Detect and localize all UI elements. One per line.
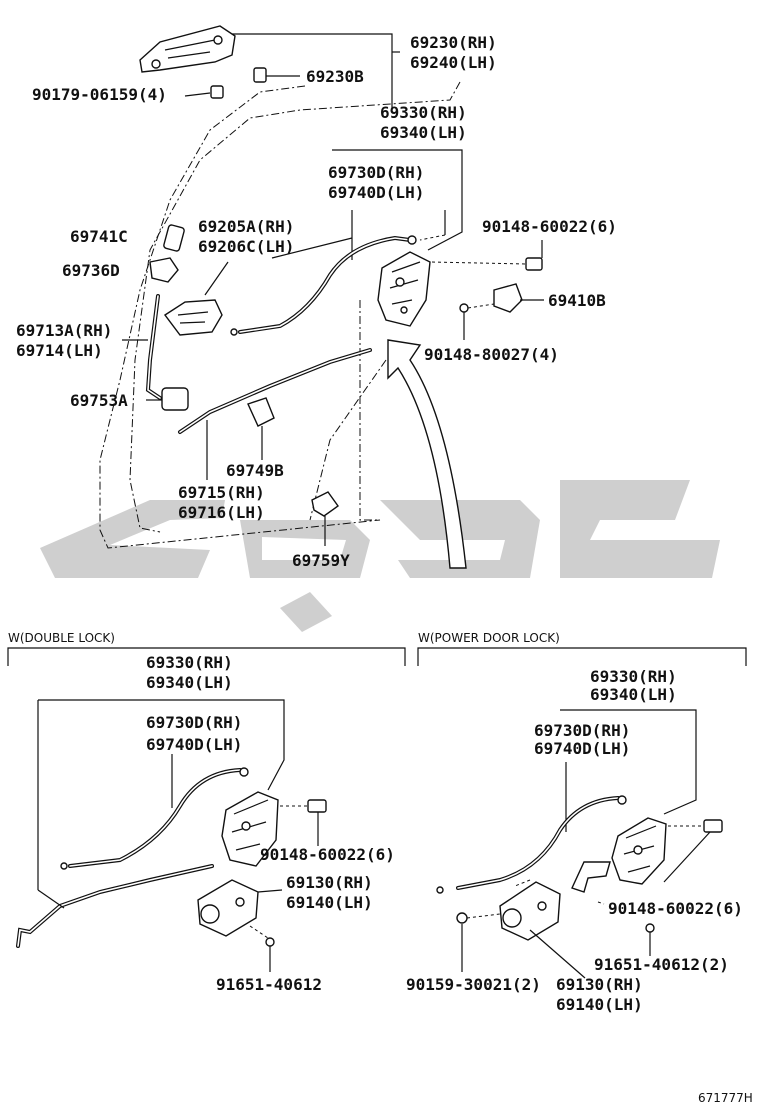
- pl-label-69730d: 69730D(RH): [534, 721, 630, 740]
- section-title-power-door-lock: W(POWER DOOR LOCK): [418, 631, 560, 645]
- dl-label-91651: 91651-40612: [216, 975, 322, 994]
- power-lock-screw: [703, 819, 723, 833]
- holder-69736d: [149, 257, 179, 283]
- pl-label-90148: 90148-60022(6): [608, 899, 743, 918]
- pl-label-69740d: 69740D(LH): [534, 739, 630, 758]
- double-lock-bolt: [265, 937, 275, 947]
- watermark-logo: [40, 480, 720, 632]
- handle-pad: [253, 67, 267, 83]
- power-lock-actuator: [499, 881, 561, 941]
- label-69230b: 69230B: [306, 67, 364, 86]
- screw-90148-80027: [459, 303, 469, 313]
- screw-90148-60022: [525, 257, 543, 271]
- label-69753a: 69753A: [70, 391, 128, 410]
- label-69740d: 69740D(LH): [328, 183, 424, 202]
- pl-label-69140: 69140(LH): [556, 995, 643, 1014]
- power-lock-bolt-91651: [645, 923, 655, 933]
- power-lock-assembly: [571, 817, 667, 893]
- label-90148-80027: 90148-80027(4): [424, 345, 559, 364]
- pl-label-90159: 90159-30021(2): [406, 975, 541, 994]
- double-lock-actuator: [197, 879, 259, 937]
- label-69205a: 69205A(RH): [198, 217, 294, 236]
- pl-label-69330: 69330(RH): [590, 667, 677, 686]
- assembly-arrow: [387, 339, 467, 569]
- pl-label-91651: 91651-40612(2): [594, 955, 729, 974]
- label-69759y: 69759Y: [292, 551, 350, 570]
- pl-label-69130: 69130(RH): [556, 975, 643, 994]
- outside-handle: [139, 25, 236, 73]
- bumper-69759y: [311, 491, 339, 517]
- dl-label-90148: 90148-60022(6): [260, 845, 395, 864]
- label-69240: 69240(LH): [410, 53, 497, 72]
- door-lock-assembly: [377, 251, 431, 327]
- label-69749b: 69749B: [226, 461, 284, 480]
- clip-69749b: [247, 397, 275, 427]
- label-69714: 69714(LH): [16, 341, 103, 360]
- double-lock-assembly: [221, 791, 279, 867]
- double-lock-screw: [307, 799, 327, 813]
- clip-69741c: [163, 224, 185, 252]
- dl-label-69140: 69140(LH): [286, 893, 373, 912]
- dl-label-69340: 69340(LH): [146, 673, 233, 692]
- label-90148-60022: 90148-60022(6): [482, 217, 617, 236]
- dl-label-69730d: 69730D(RH): [146, 713, 242, 732]
- striker-69410b: [493, 283, 523, 313]
- dl-label-69740d: 69740D(LH): [146, 735, 242, 754]
- label-69340: 69340(LH): [380, 123, 467, 142]
- power-lock-bolt-90159: [456, 912, 468, 924]
- label-69713a: 69713A(RH): [16, 321, 112, 340]
- pl-label-69340: 69340(LH): [590, 685, 677, 704]
- label-69741c: 69741C: [70, 227, 128, 246]
- label-69730d: 69730D(RH): [328, 163, 424, 182]
- label-69206c: 69206C(LH): [198, 237, 294, 256]
- inside-handle: [163, 299, 223, 336]
- label-69715: 69715(RH): [178, 483, 265, 502]
- nut-90179: [210, 85, 224, 99]
- label-69230: 69230(RH): [410, 33, 497, 52]
- dl-label-69130: 69130(RH): [286, 873, 373, 892]
- rod-clip-69753a: [161, 387, 189, 411]
- label-69716: 69716(LH): [178, 503, 265, 522]
- dl-label-69330: 69330(RH): [146, 653, 233, 672]
- label-69330: 69330(RH): [380, 103, 467, 122]
- diagram-code: 671777H: [698, 1091, 753, 1105]
- label-69736d: 69736D: [62, 261, 120, 280]
- label-69410b: 69410B: [548, 291, 606, 310]
- section-title-double-lock: W(DOUBLE LOCK): [8, 631, 115, 645]
- label-90179: 90179-06159(4): [32, 85, 167, 104]
